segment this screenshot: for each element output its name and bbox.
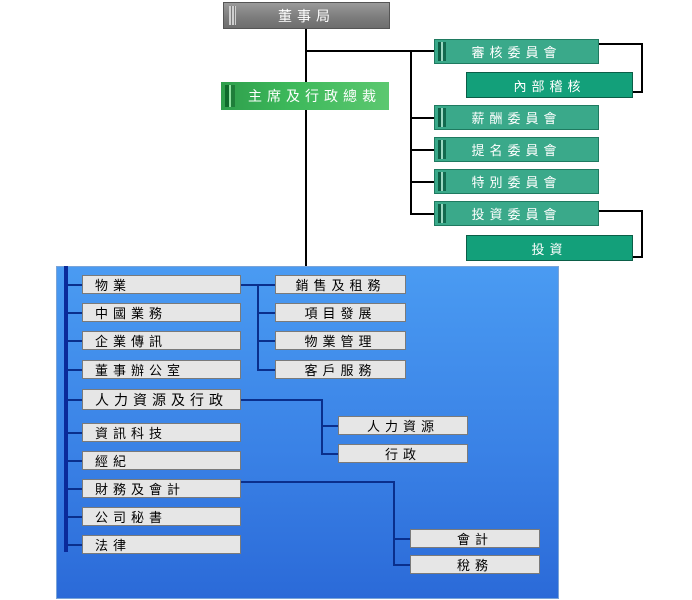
audit-committee-box: 審核委員會 (434, 39, 599, 64)
unit-customer-service: 客戶服務 (275, 360, 406, 379)
nomination-committee-box: 提名委員會 (434, 137, 599, 162)
committee-label: 審核委員會 (471, 46, 562, 61)
chairman-ceo-box: 主席及行政總裁 (221, 82, 389, 110)
dept-stub (68, 488, 82, 490)
connector-property-3 (257, 340, 275, 342)
connector-audit-down (641, 43, 643, 93)
dept-stub (68, 432, 82, 434)
box-stripe (438, 42, 446, 61)
board-label: 董事局 (278, 8, 335, 25)
connector-invest-in (633, 256, 643, 258)
connector-audit-in (633, 91, 643, 93)
unit-administration: 行政 (338, 444, 468, 463)
dept-stub (68, 516, 82, 518)
unit-property-management: 物業管理 (275, 331, 406, 350)
board-of-directors-box: 董事局 (223, 2, 390, 29)
dept-brokerage: 經紀 (82, 451, 241, 470)
connector-committee-4 (410, 181, 434, 183)
committee-label: 提名委員會 (471, 144, 562, 159)
connector-committee-3 (410, 149, 434, 151)
connector-hr-1 (321, 425, 338, 427)
president-label: 主席及行政總裁 (248, 89, 381, 105)
connector-hr-spine (321, 399, 323, 455)
box-stripe (438, 204, 446, 223)
connector-property-spine (257, 284, 259, 371)
dept-stub (68, 399, 82, 401)
unit-sales-leasing: 銷售及租務 (275, 275, 406, 294)
connector-hr-2 (321, 453, 338, 455)
unit-project-development: 項目發展 (275, 303, 406, 322)
connector-hr-out (241, 399, 323, 401)
dept-legal: 法律 (82, 535, 241, 554)
sub-label: 投資 (531, 242, 568, 258)
dept-company-secretary: 公司秘書 (82, 507, 241, 526)
internal-audit-box: 內部稽核 (466, 72, 633, 98)
committee-label: 薪酬委員會 (471, 112, 562, 127)
connector-property-2 (257, 312, 275, 314)
connector-audit-out (599, 43, 643, 45)
dept-stub (68, 369, 82, 371)
dept-stub (68, 460, 82, 462)
box-stripe (438, 108, 446, 127)
departments-spine (64, 266, 68, 552)
connector-finance-1 (393, 538, 410, 540)
connector-finance-2 (393, 564, 410, 566)
remuneration-committee-box: 薪酬委員會 (434, 105, 599, 130)
connector-committee-spine (410, 50, 412, 214)
dept-property: 物業 (82, 275, 241, 294)
connector-invest-down (641, 210, 643, 258)
box-stripe (438, 172, 446, 191)
sub-label: 內部稽核 (513, 79, 586, 95)
box-stripe (438, 140, 446, 159)
box-stripe (229, 6, 236, 25)
dept-stub (68, 284, 82, 286)
connector-committee-2 (410, 117, 434, 119)
dept-corporate-communications: 企業傳訊 (82, 331, 241, 350)
dept-stub (68, 312, 82, 314)
connector-invest-out (599, 210, 643, 212)
unit-human-resources: 人力資源 (338, 416, 468, 435)
dept-board-office: 董事辦公室 (82, 360, 241, 379)
connector-board-committees (305, 50, 434, 52)
committee-label: 特別委員會 (471, 176, 562, 191)
box-stripe (225, 85, 235, 107)
investment-committee-box: 投資委員會 (434, 201, 599, 226)
dept-it: 資訊科技 (82, 423, 241, 442)
unit-taxation: 稅務 (410, 555, 540, 574)
connector-finance-spine (393, 481, 395, 566)
unit-accounting: 會計 (410, 529, 540, 548)
dept-stub (68, 340, 82, 342)
dept-finance-accounting: 財務及會計 (82, 479, 241, 498)
connector-board-down (305, 29, 307, 266)
connector-committee-5 (410, 213, 434, 215)
dept-hr-admin: 人力資源及行政 (82, 389, 241, 410)
investment-box: 投資 (466, 235, 633, 261)
dept-stub (68, 544, 82, 546)
special-committee-box: 特別委員會 (434, 169, 599, 194)
connector-property-4 (257, 369, 275, 371)
connector-finance-out (241, 481, 395, 483)
committee-label: 投資委員會 (471, 208, 562, 223)
dept-china-business: 中國業務 (82, 303, 241, 322)
